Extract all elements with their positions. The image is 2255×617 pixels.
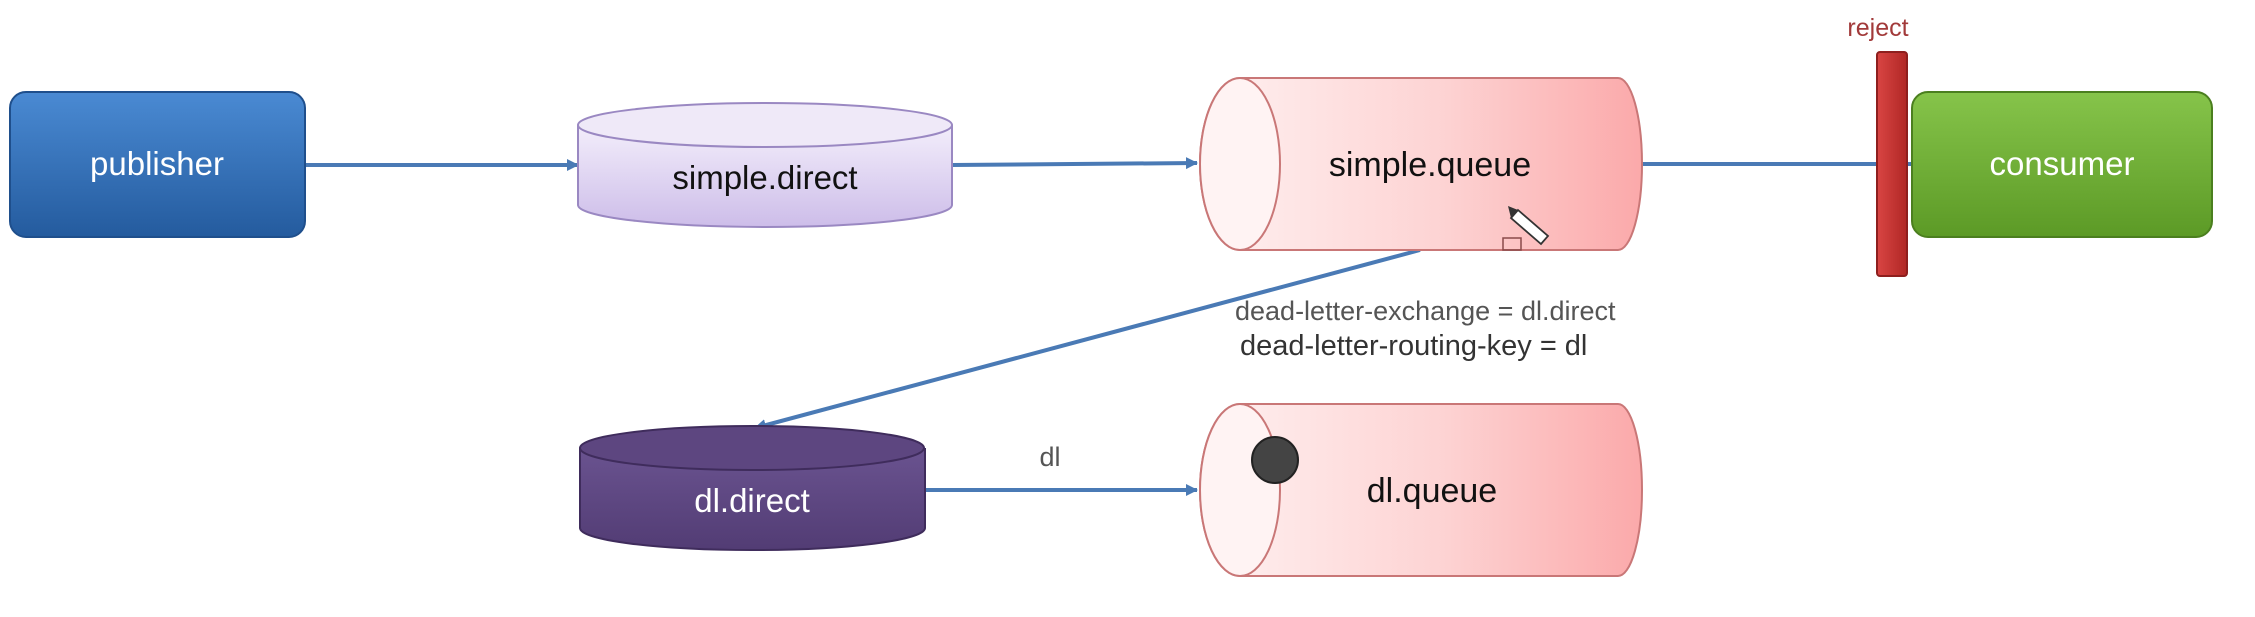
message-dot bbox=[1251, 436, 1299, 484]
arrow-simple-direct-to-simple-queue bbox=[951, 157, 1198, 170]
dead-letter-exchange-text: dead-letter-exchange = dl.direct bbox=[1235, 296, 1616, 326]
dl-queue-label: dl.queue bbox=[1367, 472, 1497, 510]
connectors bbox=[305, 157, 1912, 496]
simple-queue: simple.queue bbox=[1199, 77, 1643, 251]
simple-queue-label: simple.queue bbox=[1329, 146, 1531, 184]
consumer-label: consumer bbox=[1990, 145, 2135, 182]
dead-letter-routing-key-text: dead-letter-routing-key = dl bbox=[1240, 330, 1587, 362]
dl-direct-exchange: dl.direct bbox=[579, 425, 926, 552]
simple-direct-exchange: simple.direct bbox=[577, 102, 953, 228]
dead-letter-config: dead-letter-exchange = dl.direct dead-le… bbox=[1235, 296, 1616, 362]
pencil-icon bbox=[1502, 206, 1550, 251]
routing-key-label: dl bbox=[1039, 442, 1060, 472]
dl-direct-label: dl.direct bbox=[694, 482, 810, 519]
arrow-simple-queue-to-dl-direct bbox=[754, 248, 1421, 431]
simple-direct-label: simple.direct bbox=[672, 159, 857, 196]
publisher-node: publisher bbox=[9, 91, 306, 238]
dl-queue: dl.queue bbox=[1199, 403, 1643, 577]
publisher-label: publisher bbox=[90, 145, 224, 182]
reject-label: reject bbox=[1847, 14, 1908, 42]
reject-barrier: reject bbox=[1847, 14, 1909, 277]
consumer-node: consumer bbox=[1911, 91, 2213, 238]
